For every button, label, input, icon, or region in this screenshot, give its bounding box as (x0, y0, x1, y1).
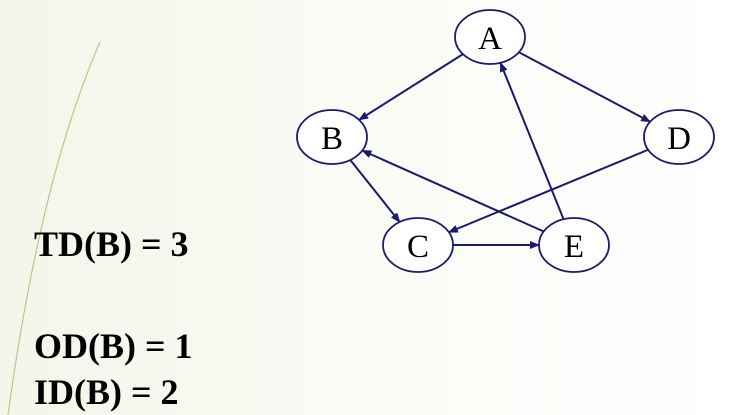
edge-a-to-d (518, 51, 652, 123)
node-circle (382, 217, 454, 273)
edge-b-to-c (349, 159, 401, 223)
node-c: C (382, 217, 454, 273)
decorative-curve (7, 41, 101, 415)
out-degree-label: OD(B) = 1 (34, 326, 193, 366)
edge-e-to-b (361, 149, 545, 233)
edges (349, 51, 652, 249)
nodes: A B C D E (296, 9, 715, 273)
node-d: D (643, 109, 715, 165)
node-circle (538, 217, 610, 273)
node-label: A (478, 21, 502, 57)
edge-a-to-b (358, 53, 464, 121)
node-b: B (296, 109, 368, 165)
node-label: B (321, 121, 343, 157)
node-circle (454, 9, 526, 65)
total-degree-label: TD(B) = 3 (34, 224, 189, 264)
node-a: A (454, 9, 526, 65)
in-degree-label: ID(B) = 2 (34, 372, 179, 412)
node-circle (296, 109, 368, 165)
node-circle (643, 109, 715, 165)
node-label: E (564, 229, 584, 265)
node-label: C (407, 229, 429, 265)
edge-d-to-c (447, 148, 649, 234)
node-e: E (538, 217, 610, 273)
node-label: D (667, 121, 691, 157)
edge-e-to-a (499, 61, 565, 220)
